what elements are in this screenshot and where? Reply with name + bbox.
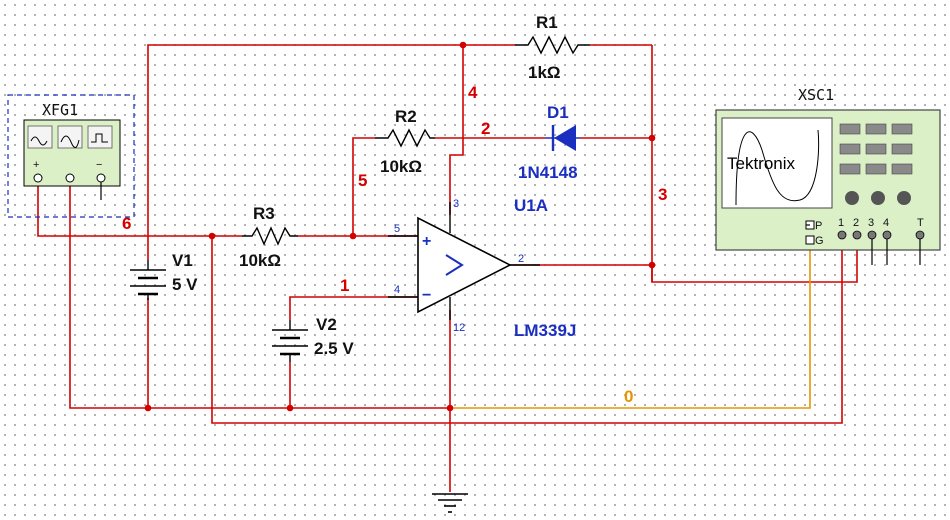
net-label-1: 1 bbox=[340, 276, 349, 295]
net-label-2: 2 bbox=[481, 119, 490, 138]
scope-p-label: P bbox=[815, 220, 822, 232]
u1-minus-sign: − bbox=[422, 287, 431, 304]
scope-ch4-terminal[interactable] bbox=[882, 230, 892, 240]
sine-wave-button[interactable] bbox=[27, 125, 53, 149]
scope-trigger-label: T bbox=[917, 217, 924, 229]
net-label-3: 3 bbox=[658, 185, 667, 204]
net-label-0: 0 bbox=[624, 387, 633, 406]
triangle-wave-button[interactable] bbox=[57, 125, 83, 149]
ground-symbol bbox=[432, 493, 468, 513]
xfg1-common-terminal[interactable] bbox=[65, 173, 75, 183]
net-label-4: 4 bbox=[468, 83, 478, 102]
scope-trace bbox=[735, 129, 820, 206]
wire-scope-ch1 bbox=[211, 235, 843, 424]
xfg1-minus-label: − bbox=[96, 159, 102, 171]
function-generator-xfg1[interactable]: XFG1 + − bbox=[7, 94, 135, 218]
battery-v1[interactable]: V1 5 V bbox=[130, 251, 198, 300]
r2-name: R2 bbox=[395, 107, 417, 126]
u1-pin-plus: 5 bbox=[394, 223, 400, 235]
wire-net1 bbox=[289, 296, 418, 320]
xfg1-minus-terminal[interactable] bbox=[96, 173, 106, 183]
resistor-r3[interactable]: R3 10kΩ bbox=[239, 204, 298, 270]
junctions bbox=[144, 41, 656, 412]
battery-v2[interactable]: V2 2.5 V bbox=[272, 315, 354, 362]
scope-g-label: G bbox=[815, 235, 824, 247]
v1-name: V1 bbox=[172, 251, 193, 270]
scope-brand: Tektronix bbox=[727, 154, 796, 173]
triangle-wave-icon bbox=[60, 135, 80, 148]
wire-ground-bus bbox=[69, 178, 450, 409]
diode-d1[interactable]: D1 1N4148 bbox=[518, 103, 580, 182]
wire-to-scope-ch2 bbox=[651, 235, 858, 283]
oscilloscope-xsc1[interactable]: XSC1 Tektronix P G 1 2 3 4 T bbox=[715, 86, 941, 265]
scope-button-grid[interactable] bbox=[839, 123, 913, 175]
scope-ch1-terminal[interactable] bbox=[837, 230, 847, 240]
u1-part: LM339J bbox=[514, 321, 576, 340]
resistor-r1[interactable]: R1 1kΩ bbox=[515, 13, 590, 82]
d1-part: 1N4148 bbox=[518, 163, 578, 182]
u1-pin-gnd: 12 bbox=[453, 322, 465, 334]
xfg1-plus-label: + bbox=[33, 159, 39, 171]
v2-value: 2.5 V bbox=[314, 339, 354, 358]
square-wave-icon bbox=[91, 133, 108, 143]
r3-name: R3 bbox=[253, 204, 275, 223]
r1-value: 1kΩ bbox=[528, 63, 561, 82]
wires bbox=[37, 44, 858, 492]
scope-ch3-terminal[interactable] bbox=[867, 230, 877, 240]
u1-name: U1A bbox=[514, 196, 548, 215]
scope-ground-terminal[interactable] bbox=[805, 235, 815, 245]
wire-top bbox=[147, 44, 515, 260]
wire-net5 bbox=[352, 137, 375, 236]
u1-pin-out: 2 bbox=[518, 253, 524, 265]
wire-net4 bbox=[449, 45, 464, 215]
r2-value: 10kΩ bbox=[380, 157, 422, 176]
u1-pin-vcc: 3 bbox=[453, 198, 459, 210]
resistor-r2[interactable]: R2 10kΩ bbox=[375, 107, 435, 176]
scope-knobs[interactable] bbox=[845, 191, 911, 205]
xfg1-name: XFG1 bbox=[42, 101, 78, 119]
scope-ch1-label: 1 bbox=[838, 217, 844, 229]
comparator-u1a[interactable]: + − 5 4 2 3 12 U1A LM339J bbox=[388, 196, 576, 340]
d1-name: D1 bbox=[547, 103, 569, 122]
scope-trigger-terminal[interactable] bbox=[915, 230, 925, 240]
u1-plus-sign: + bbox=[422, 233, 431, 250]
u1-pin-minus: 4 bbox=[394, 284, 400, 296]
sine-wave-icon bbox=[30, 136, 48, 146]
scope-ch4-label: 4 bbox=[883, 217, 889, 229]
v1-value: 5 V bbox=[172, 275, 198, 294]
r1-name: R1 bbox=[536, 13, 558, 32]
square-wave-button[interactable] bbox=[87, 125, 113, 149]
scope-ch2-terminal[interactable] bbox=[852, 230, 862, 240]
net-label-5: 5 bbox=[358, 171, 367, 190]
scope-screen bbox=[721, 117, 833, 209]
wire-net6 bbox=[37, 178, 242, 237]
scope-ch3-label: 3 bbox=[868, 217, 874, 229]
xsc1-name: XSC1 bbox=[798, 86, 834, 104]
v2-name: V2 bbox=[316, 315, 337, 334]
net-label-6: 6 bbox=[122, 214, 131, 233]
xfg1-plus-terminal[interactable] bbox=[33, 173, 43, 183]
scope-ch2-label: 2 bbox=[853, 217, 859, 229]
r3-value: 10kΩ bbox=[239, 251, 281, 270]
